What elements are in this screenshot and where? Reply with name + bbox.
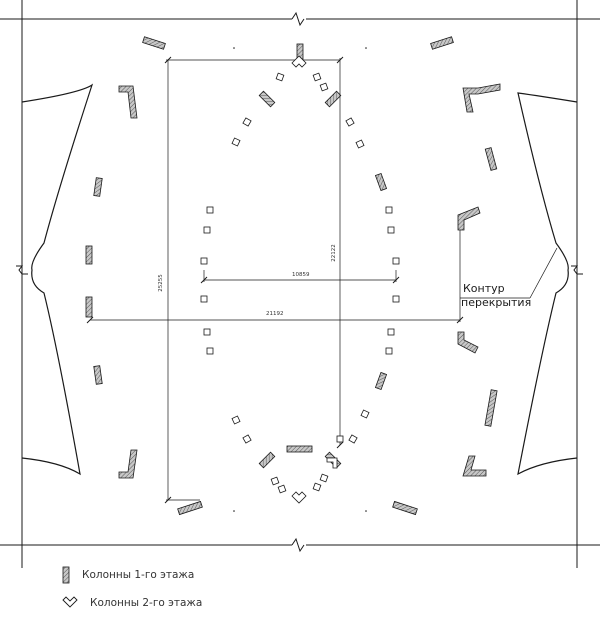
column-floor2 — [387, 328, 395, 336]
frame-lines — [0, 0, 600, 568]
column-floor1 — [374, 371, 388, 391]
column-floor2 — [231, 415, 241, 425]
dimension-width-outer: 21192 — [266, 311, 284, 317]
column-floor1 — [93, 177, 103, 197]
column-floor1 — [85, 245, 93, 265]
column-floor2 — [203, 328, 211, 336]
legend-label-floor1: Колонны 1-го этажа — [82, 569, 195, 581]
legend-label-floor2: Колонны 2-го этажа — [90, 597, 203, 609]
column-floor2 — [355, 139, 365, 149]
column-floor2 — [206, 347, 214, 355]
legend-item-floor2: Колонны 2-го этажа — [62, 596, 202, 610]
column-floor2 — [242, 117, 252, 127]
column-floor1-corner — [118, 449, 138, 479]
column-floor1 — [286, 445, 313, 453]
left-contour — [21, 83, 94, 476]
dimension-lines — [90, 58, 558, 501]
contour-label-line1: Контур — [463, 282, 505, 295]
column-floor2 — [319, 473, 329, 483]
column-floor1-corner — [457, 206, 481, 231]
column-floor2 — [206, 206, 214, 214]
column-floor1 — [484, 389, 498, 427]
contour-label: Контур перекрытия — [461, 282, 532, 310]
column-floor2 — [203, 226, 211, 234]
column-floor2 — [385, 347, 393, 355]
column-floor2 — [392, 295, 400, 303]
column-floor2 — [242, 434, 252, 444]
columns-floor-1 — [85, 36, 501, 516]
column-floor1 — [93, 365, 103, 385]
column-floor2 — [312, 72, 322, 82]
right-contour — [517, 92, 578, 476]
contour-label-line2: перекрытия — [461, 296, 532, 309]
dimension-width-inner: 10859 — [292, 272, 310, 278]
column-floor1-corner — [462, 83, 501, 113]
legend-item-floor1: Колонны 1-го этажа — [62, 566, 194, 584]
column-floor2-corner — [291, 491, 307, 504]
column-floor2 — [392, 257, 400, 265]
column-floor2 — [348, 434, 358, 444]
column-floor2 — [387, 226, 395, 234]
column-floor2 — [200, 257, 208, 265]
column-floor2 — [336, 435, 344, 443]
column-floor2-corner — [291, 55, 307, 68]
dimension-height-outer: 25255 — [157, 274, 164, 292]
dimension-height-inner: 22122 — [330, 244, 337, 262]
column-floor2 — [345, 117, 355, 127]
columns-floor-2 — [200, 55, 400, 504]
dashed-column-icon — [62, 596, 78, 608]
hatched-column-icon — [62, 566, 70, 584]
column-floor1 — [85, 296, 93, 318]
column-floor1 — [258, 451, 276, 469]
column-floor2 — [270, 476, 280, 486]
column-floor2 — [385, 206, 393, 214]
column-floor1-corner — [462, 455, 487, 477]
column-floor2 — [231, 137, 241, 147]
column-floor1 — [258, 90, 276, 108]
dimension-ticks — [86, 56, 464, 504]
column-floor2 — [275, 72, 285, 82]
column-floor1 — [142, 36, 166, 50]
column-floor2 — [312, 482, 322, 492]
column-floor2 — [200, 295, 208, 303]
column-floor1 — [324, 90, 342, 108]
reference-dots — [233, 47, 367, 512]
column-floor1 — [484, 147, 498, 171]
column-floor2 — [319, 82, 329, 92]
column-floor2 — [360, 409, 370, 419]
column-floor1 — [392, 500, 418, 516]
column-floor1 — [374, 172, 388, 192]
column-floor1-corner — [457, 331, 479, 354]
column-floor1-corner — [118, 85, 138, 119]
column-floor1 — [430, 36, 454, 50]
column-floor2 — [277, 484, 287, 494]
column-floor1 — [177, 500, 203, 516]
column-floor2-corner — [326, 457, 338, 469]
